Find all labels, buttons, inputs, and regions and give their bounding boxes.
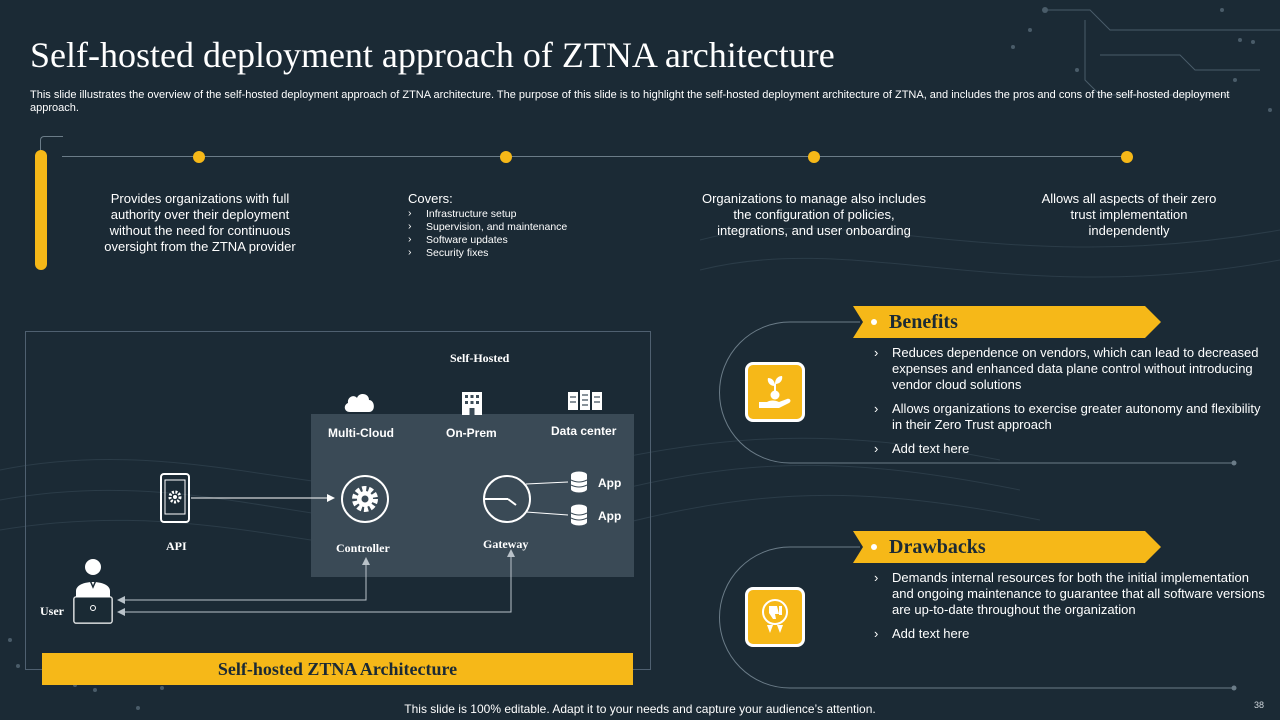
- timeline-dot-1: [193, 151, 205, 163]
- on-prem-label: On-Prem: [446, 426, 497, 440]
- gear-icon: [341, 475, 389, 523]
- drawbacks-icon-tile: [745, 587, 805, 647]
- benefits-point: Reduces dependence on vendors, which can…: [872, 345, 1267, 393]
- user-laptop-icon: [73, 559, 113, 624]
- benefits-icon-tile: [745, 362, 805, 422]
- multi-cloud-label: Multi-Cloud: [328, 426, 394, 440]
- timeline-item-4: Allows all aspects of their zero trust i…: [1041, 191, 1217, 238]
- drawbacks-heading: Drawbacks: [889, 536, 986, 558]
- timeline-line: [62, 156, 1132, 157]
- money-plant-icon: [759, 376, 791, 408]
- architecture-banner: Self-hosted ZTNA Architecture: [42, 653, 633, 685]
- covers-heading: Covers:: [408, 191, 453, 206]
- covers-point: Infrastructure setup: [408, 207, 608, 221]
- data-center-icon: [568, 390, 602, 410]
- benefits-ribbon: Benefits: [853, 306, 1161, 338]
- drawbacks-ribbon: Drawbacks: [853, 531, 1161, 563]
- api-label: API: [166, 539, 187, 553]
- benefits-list: Reduces dependence on vendors, which can…: [872, 345, 1267, 465]
- timeline-item-2: Covers: Infrastructure setup Supervision…: [408, 191, 608, 260]
- page-title: Self-hosted deployment approach of ZTNA …: [30, 35, 835, 75]
- controller-label: Controller: [336, 541, 390, 555]
- thumbs-down-icon: [762, 599, 788, 633]
- benefits-point: Allows organizations to exercise greater…: [872, 401, 1267, 433]
- covers-point: Supervision, and maintenance: [408, 220, 608, 234]
- benefits-point: Add text here: [872, 441, 1267, 457]
- timeline-dot-3: [808, 151, 820, 163]
- timeline-accent-bar: [35, 150, 47, 270]
- drawbacks-list: Demands internal resources for both the …: [872, 570, 1267, 650]
- timeline-dot-2: [500, 151, 512, 163]
- drawbacks-point: Demands internal resources for both the …: [872, 570, 1267, 618]
- database-icon: [570, 504, 588, 526]
- smartphone-gear-icon: [160, 473, 190, 523]
- ribbon-dot: [871, 319, 877, 325]
- benefits-heading: Benefits: [889, 311, 958, 333]
- building-icon: [462, 392, 482, 415]
- timeline-dot-4: [1121, 151, 1133, 163]
- drawbacks-point: Add text here: [872, 626, 1267, 642]
- ribbon-dot: [871, 544, 877, 550]
- user-label: User: [40, 604, 64, 618]
- database-icon: [570, 471, 588, 493]
- data-center-label: Data center: [551, 424, 617, 438]
- gauge-icon: [483, 475, 531, 523]
- page-subtitle: This slide illustrates the overview of t…: [30, 89, 1230, 114]
- covers-point: Software updates: [408, 233, 608, 247]
- page-number: 38: [1254, 700, 1265, 710]
- cloud-icon: [344, 394, 374, 412]
- timeline-bracket: [40, 136, 63, 157]
- self-hosted-label: Self-Hosted: [450, 351, 510, 365]
- covers-point: Security fixes: [408, 246, 608, 260]
- app-label-1: App: [598, 476, 622, 490]
- app-label-2: App: [598, 509, 622, 523]
- footer-note: This slide is 100% editable. Adapt it to…: [404, 702, 876, 716]
- gateway-label: Gateway: [483, 537, 529, 551]
- timeline-item-1: Provides organizations with full authori…: [104, 191, 296, 254]
- timeline-item-3: Organizations to manage also includes th…: [701, 191, 927, 238]
